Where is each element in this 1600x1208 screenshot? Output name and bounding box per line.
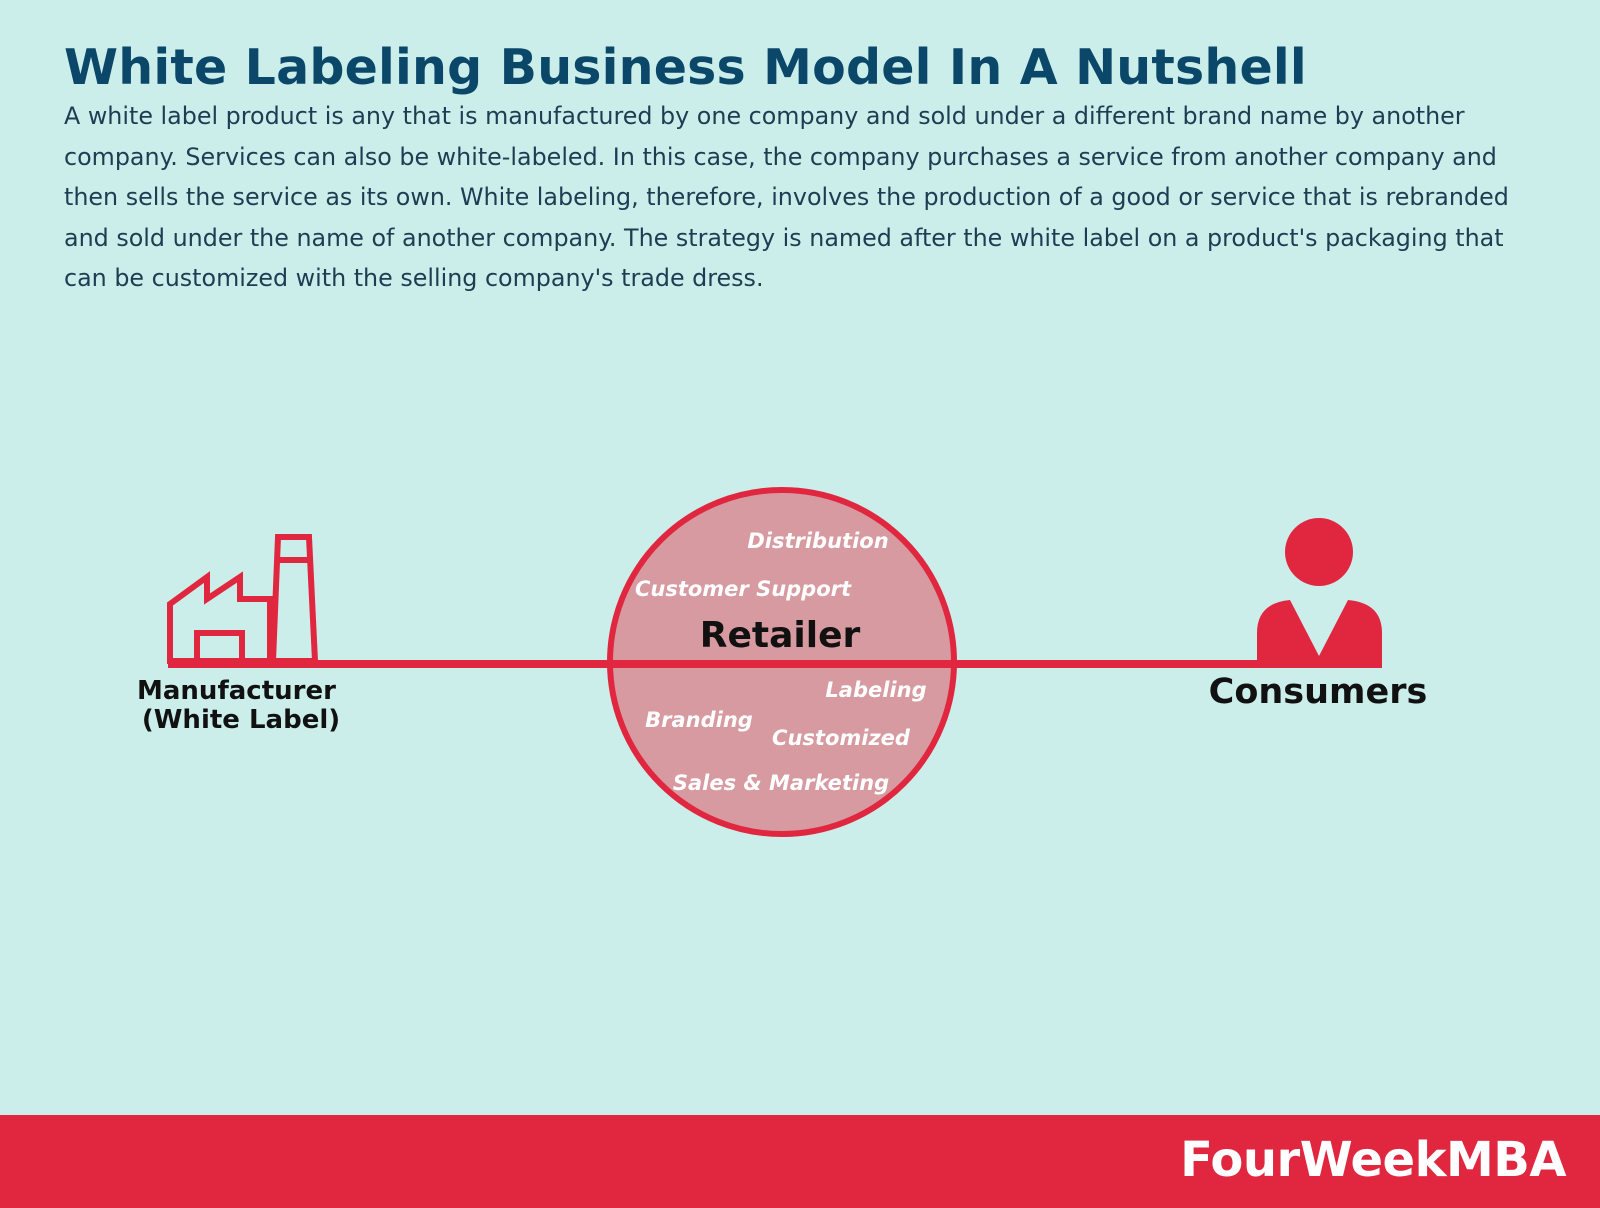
manufacturer-label: Manufacturer (White Label)	[137, 676, 345, 735]
manufacturer-label-line2: (White Label)	[142, 705, 340, 735]
function-customized: Customized	[772, 726, 911, 750]
brand-logo: FourWeekMBA	[1180, 1132, 1566, 1188]
function-distribution: Distribution	[747, 529, 888, 553]
white-label-flow-diagram: Retailer Distribution Customer Support L…	[137, 487, 1428, 837]
intro-paragraph: A white label product is any that is man…	[64, 102, 1509, 292]
function-customer-support: Customer Support	[635, 577, 852, 601]
function-sales-marketing: Sales & Marketing	[673, 771, 889, 795]
retailer-functions: Distribution Customer Support Labeling B…	[635, 529, 927, 795]
factory-icon	[167, 534, 319, 664]
page-title: White Labeling Business Model In A Nutsh…	[64, 39, 1307, 96]
consumers-label: Consumers	[1209, 672, 1428, 712]
manufacturer-label-line1: Manufacturer	[137, 676, 336, 706]
function-labeling: Labeling	[825, 678, 926, 702]
function-branding: Branding	[645, 708, 753, 732]
person-icon	[1257, 518, 1382, 663]
retailer-label: Retailer	[700, 615, 861, 656]
footer-bar: FourWeekMBA	[0, 1115, 1600, 1208]
